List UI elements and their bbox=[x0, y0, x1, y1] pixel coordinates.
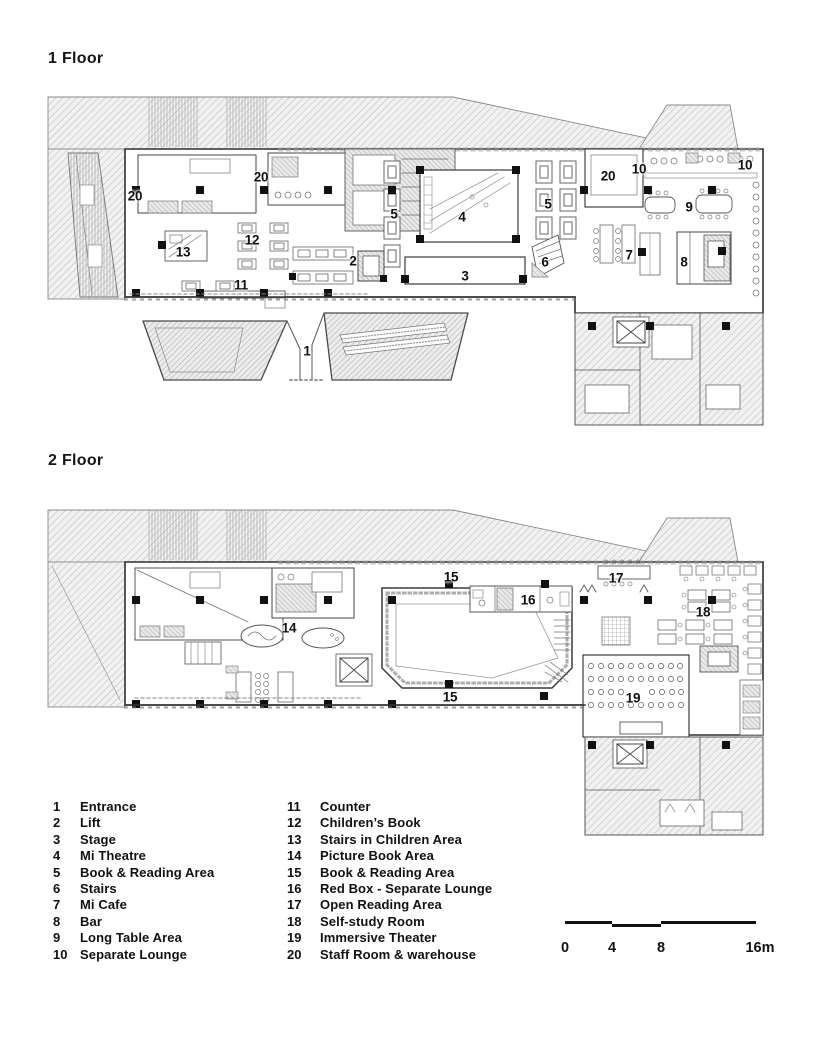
legend-label: Stairs bbox=[80, 880, 117, 896]
legend-row: 12 Children’s Book bbox=[287, 815, 492, 831]
floor2-title: 2 Floor bbox=[48, 452, 104, 469]
legend-row: 9 Long Table Area bbox=[53, 930, 214, 946]
legend-number: 7 bbox=[53, 897, 61, 913]
legend-number: 20 bbox=[287, 946, 302, 962]
legend-row: 5 Book & Reading Area bbox=[53, 865, 214, 881]
legend-row: 6 Stairs bbox=[53, 881, 214, 897]
scale-tick-label: 16m bbox=[745, 940, 775, 956]
legend-label: Bar bbox=[80, 913, 102, 929]
legend-label: Separate Lounge bbox=[80, 946, 187, 962]
legend-row: 20 Staff Room & warehouse bbox=[287, 947, 492, 963]
legend-number: 10 bbox=[53, 946, 68, 962]
legend-label: Lift bbox=[80, 815, 101, 831]
legend-number: 15 bbox=[287, 864, 302, 880]
floor1-title: 1 Floor bbox=[48, 50, 104, 67]
floor2-plan-drawing bbox=[47, 509, 765, 836]
legend-label: Immersive Theater bbox=[320, 930, 437, 946]
legend-row: 3 Stage bbox=[53, 832, 214, 848]
legend-number: 5 bbox=[53, 864, 61, 880]
legend-column-1: 1 Entrance 2 Lift 3 Stage 4 Mi Theatre 5 Book & R… bbox=[53, 799, 214, 963]
legend-label: Open Reading Area bbox=[320, 897, 442, 913]
legend-label: Staff Room & warehouse bbox=[320, 946, 477, 962]
legend-number: 6 bbox=[53, 880, 61, 896]
legend-row: 11 Counter bbox=[287, 799, 492, 815]
legend-row: 8 Bar bbox=[53, 914, 214, 930]
legend-number: 16 bbox=[287, 880, 302, 896]
legend-row: 13 Stairs in Children Area bbox=[287, 832, 492, 848]
legend-label: Book & Reading Area bbox=[320, 864, 455, 880]
legend-row: 16 Red Box - Separate Lounge bbox=[287, 881, 492, 897]
scale-tick-label: 8 bbox=[656, 940, 666, 956]
legend-number: 12 bbox=[287, 815, 302, 831]
legend-row: 10 Separate Lounge bbox=[53, 947, 214, 963]
legend-number: 11 bbox=[287, 799, 301, 814]
legend-label: Counter bbox=[320, 799, 371, 814]
legend-row: 18 Self-study Room bbox=[287, 914, 492, 930]
legend-label: Entrance bbox=[80, 799, 137, 814]
legend-label: Picture Book Area bbox=[320, 848, 434, 864]
legend-number: 19 bbox=[287, 930, 302, 946]
legend-label: Stairs in Children Area bbox=[320, 831, 462, 847]
scale-bar: 0 4 8 16m bbox=[558, 910, 793, 962]
legend-row: 15 Book & Reading Area bbox=[287, 865, 492, 881]
legend-row: 1 Entrance bbox=[53, 799, 214, 815]
scale-tick-label: 4 bbox=[607, 940, 617, 956]
legend-label: Self-study Room bbox=[320, 913, 425, 929]
legend-label: Long Table Area bbox=[80, 930, 182, 946]
legend-row: 4 Mi Theatre bbox=[53, 848, 214, 864]
legend-number: 14 bbox=[287, 848, 302, 864]
legend-number: 18 bbox=[287, 913, 302, 929]
legend-number: 13 bbox=[287, 831, 302, 847]
legend-number: 1 bbox=[53, 799, 61, 814]
legend-label: Stage bbox=[80, 831, 116, 847]
legend-number: 3 bbox=[53, 831, 61, 847]
legend-label: Mi Theatre bbox=[80, 848, 147, 864]
legend-label: Children’s Book bbox=[320, 815, 421, 831]
legend-number: 9 bbox=[53, 930, 61, 946]
legend-label: Red Box - Separate Lounge bbox=[320, 880, 493, 896]
legend-row: 2 Lift bbox=[53, 815, 214, 831]
scale-bar-graphic bbox=[565, 921, 756, 927]
legend-row: 7 Mi Cafe bbox=[53, 897, 214, 913]
legend-number: 8 bbox=[53, 913, 61, 929]
legend-number: 2 bbox=[53, 815, 61, 831]
scale-tick-label: 0 bbox=[560, 940, 570, 956]
legend-row: 17 Open Reading Area bbox=[287, 897, 492, 913]
legend-number: 4 bbox=[53, 848, 61, 864]
legend-label: Mi Cafe bbox=[80, 897, 127, 913]
legend-label: Book & Reading Area bbox=[80, 864, 215, 880]
legend-row: 14 Picture Book Area bbox=[287, 848, 492, 864]
legend-column-2: 11 Counter 12 Children’s Book 13 Stairs in Ch… bbox=[287, 799, 492, 963]
legend-number: 17 bbox=[287, 897, 302, 913]
legend-row: 19 Immersive Theater bbox=[287, 930, 492, 946]
floor1-plan-drawing bbox=[47, 96, 765, 426]
